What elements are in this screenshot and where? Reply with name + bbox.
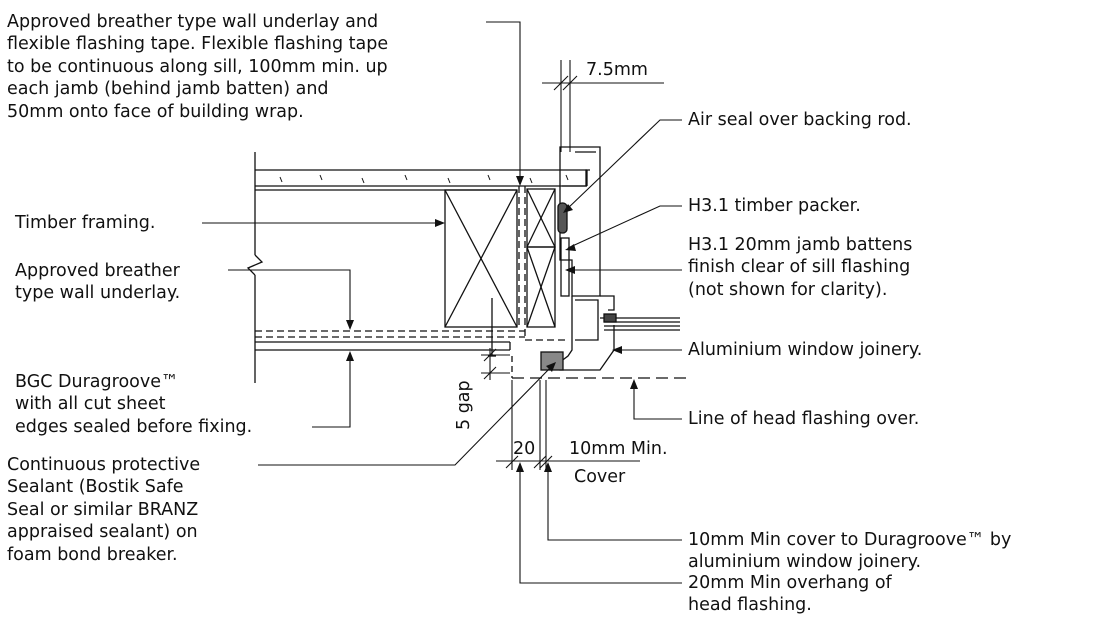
note-overhang: 20mm Min overhang of head flashing. (688, 572, 892, 617)
arrow-sealant (546, 362, 556, 372)
note-line: H3.1 timber packer. (688, 196, 861, 216)
arrow-jamb-battens (565, 266, 575, 274)
arrow-joinery (612, 346, 622, 354)
jamb-batten-lower (526, 246, 556, 328)
note-line: foam bond breaker. (7, 544, 178, 565)
note-duragroove: BGC Duragroove™ with all cut sheet edges… (15, 371, 252, 438)
note-jamb-battens: H3.1 20mm jamb battens finish clear of s… (688, 234, 912, 301)
note-line: Approved breather type wall underlay and (7, 12, 379, 32)
note-line: appraised sealant) on (7, 522, 198, 543)
note-line: 20mm Min overhang of (688, 573, 892, 593)
note-packer: H3.1 timber packer. (688, 195, 861, 217)
note-line: finish clear of sill flashing (688, 257, 911, 278)
note-line: edges sealed before fixing. (15, 416, 253, 437)
note-line: BGC Duragroove™ (15, 372, 179, 392)
dim-label-cover-2: Cover (574, 467, 626, 487)
leader-overhang (519, 465, 682, 584)
note-sealant: Continuous protective Sealant (Bostik Sa… (7, 454, 200, 566)
framing-box (255, 189, 518, 328)
break-line (246, 152, 264, 383)
arrow-air-seal (563, 204, 573, 213)
glass-seal (603, 313, 617, 323)
note-line: flexible flashing tape. Flexible flashin… (7, 34, 389, 55)
dim-gap (481, 348, 510, 380)
leader-underlay-tape (486, 21, 521, 182)
note-line: Line of head flashing over. (688, 409, 920, 429)
leader-air-seal (565, 119, 682, 211)
leader-duragroove (312, 355, 351, 428)
arrow-wall-underlay (346, 320, 354, 330)
note-line: Continuous protective (7, 455, 201, 475)
air-seal-rod (557, 202, 568, 234)
top-sheet (255, 169, 588, 187)
arrow-duragroove (346, 351, 354, 361)
window-frame (559, 146, 615, 371)
note-head-flashing: Line of head flashing over. (688, 408, 919, 430)
dim-label-gap: 5 gap (454, 380, 474, 430)
arrow-overhang (516, 462, 524, 472)
jamb-batten-upper (526, 188, 556, 248)
arrow-underlay-tape (516, 176, 524, 186)
note-line: type wall underlay. (15, 283, 181, 304)
note-wall-underlay: Approved breather type wall underlay. (15, 260, 180, 305)
leader-sealant (258, 364, 554, 466)
note-joinery: Aluminium window joinery. (688, 339, 922, 361)
note-line: Sealant (Bostik Safe (7, 477, 184, 498)
arrow-packer (565, 244, 576, 251)
leader-head-flashing (633, 382, 682, 420)
top-sheet-hatch (279, 174, 569, 184)
note-line: 10mm Min cover to Duragroove™ by (688, 530, 1012, 550)
note-underlay-tape: Approved breather type wall underlay and… (7, 11, 388, 123)
duragroove-sheet (255, 341, 511, 351)
note-timber-framing: Timber framing. (15, 212, 155, 234)
dim-label-7-5mm: 7.5mm (586, 60, 648, 80)
dim-label-20: 20 (513, 439, 536, 459)
note-line: 50mm onto face of building wrap. (7, 101, 304, 122)
note-line: Approved breather (15, 261, 180, 281)
note-line: to be continuous along sill, 100mm min. … (7, 56, 388, 77)
note-line: Air seal over backing rod. (688, 110, 912, 130)
arrow-head-flashing (630, 379, 638, 389)
dim-label-cover-1: 10mm Min. (569, 439, 668, 459)
arrow-timber-framing (435, 219, 445, 227)
note-line: (not shown for clarity). (688, 279, 888, 300)
note-line: H3.1 20mm jamb battens (688, 235, 913, 255)
note-cover: 10mm Min cover to Duragroove™ by alumini… (688, 529, 1011, 574)
timber-packer (560, 237, 570, 297)
underlay-dashed (255, 186, 565, 341)
note-air-seal: Air seal over backing rod. (688, 109, 912, 131)
note-line: Aluminium window joinery. (688, 340, 923, 360)
note-line: head flashing. (688, 595, 812, 616)
note-line: Seal or similar BRANZ (7, 499, 199, 520)
note-line: with all cut sheet (15, 394, 166, 415)
dim-bottom (496, 380, 640, 470)
leader-wall-underlay (228, 269, 351, 326)
note-line: each jamb (behind jamb batten) and (7, 79, 329, 100)
leader-packer (567, 205, 682, 249)
note-line: aluminium window joinery. (688, 552, 922, 573)
leader-cover (547, 465, 682, 541)
dim-top-7-5mm (542, 60, 664, 152)
note-line: Timber framing. (15, 213, 156, 233)
